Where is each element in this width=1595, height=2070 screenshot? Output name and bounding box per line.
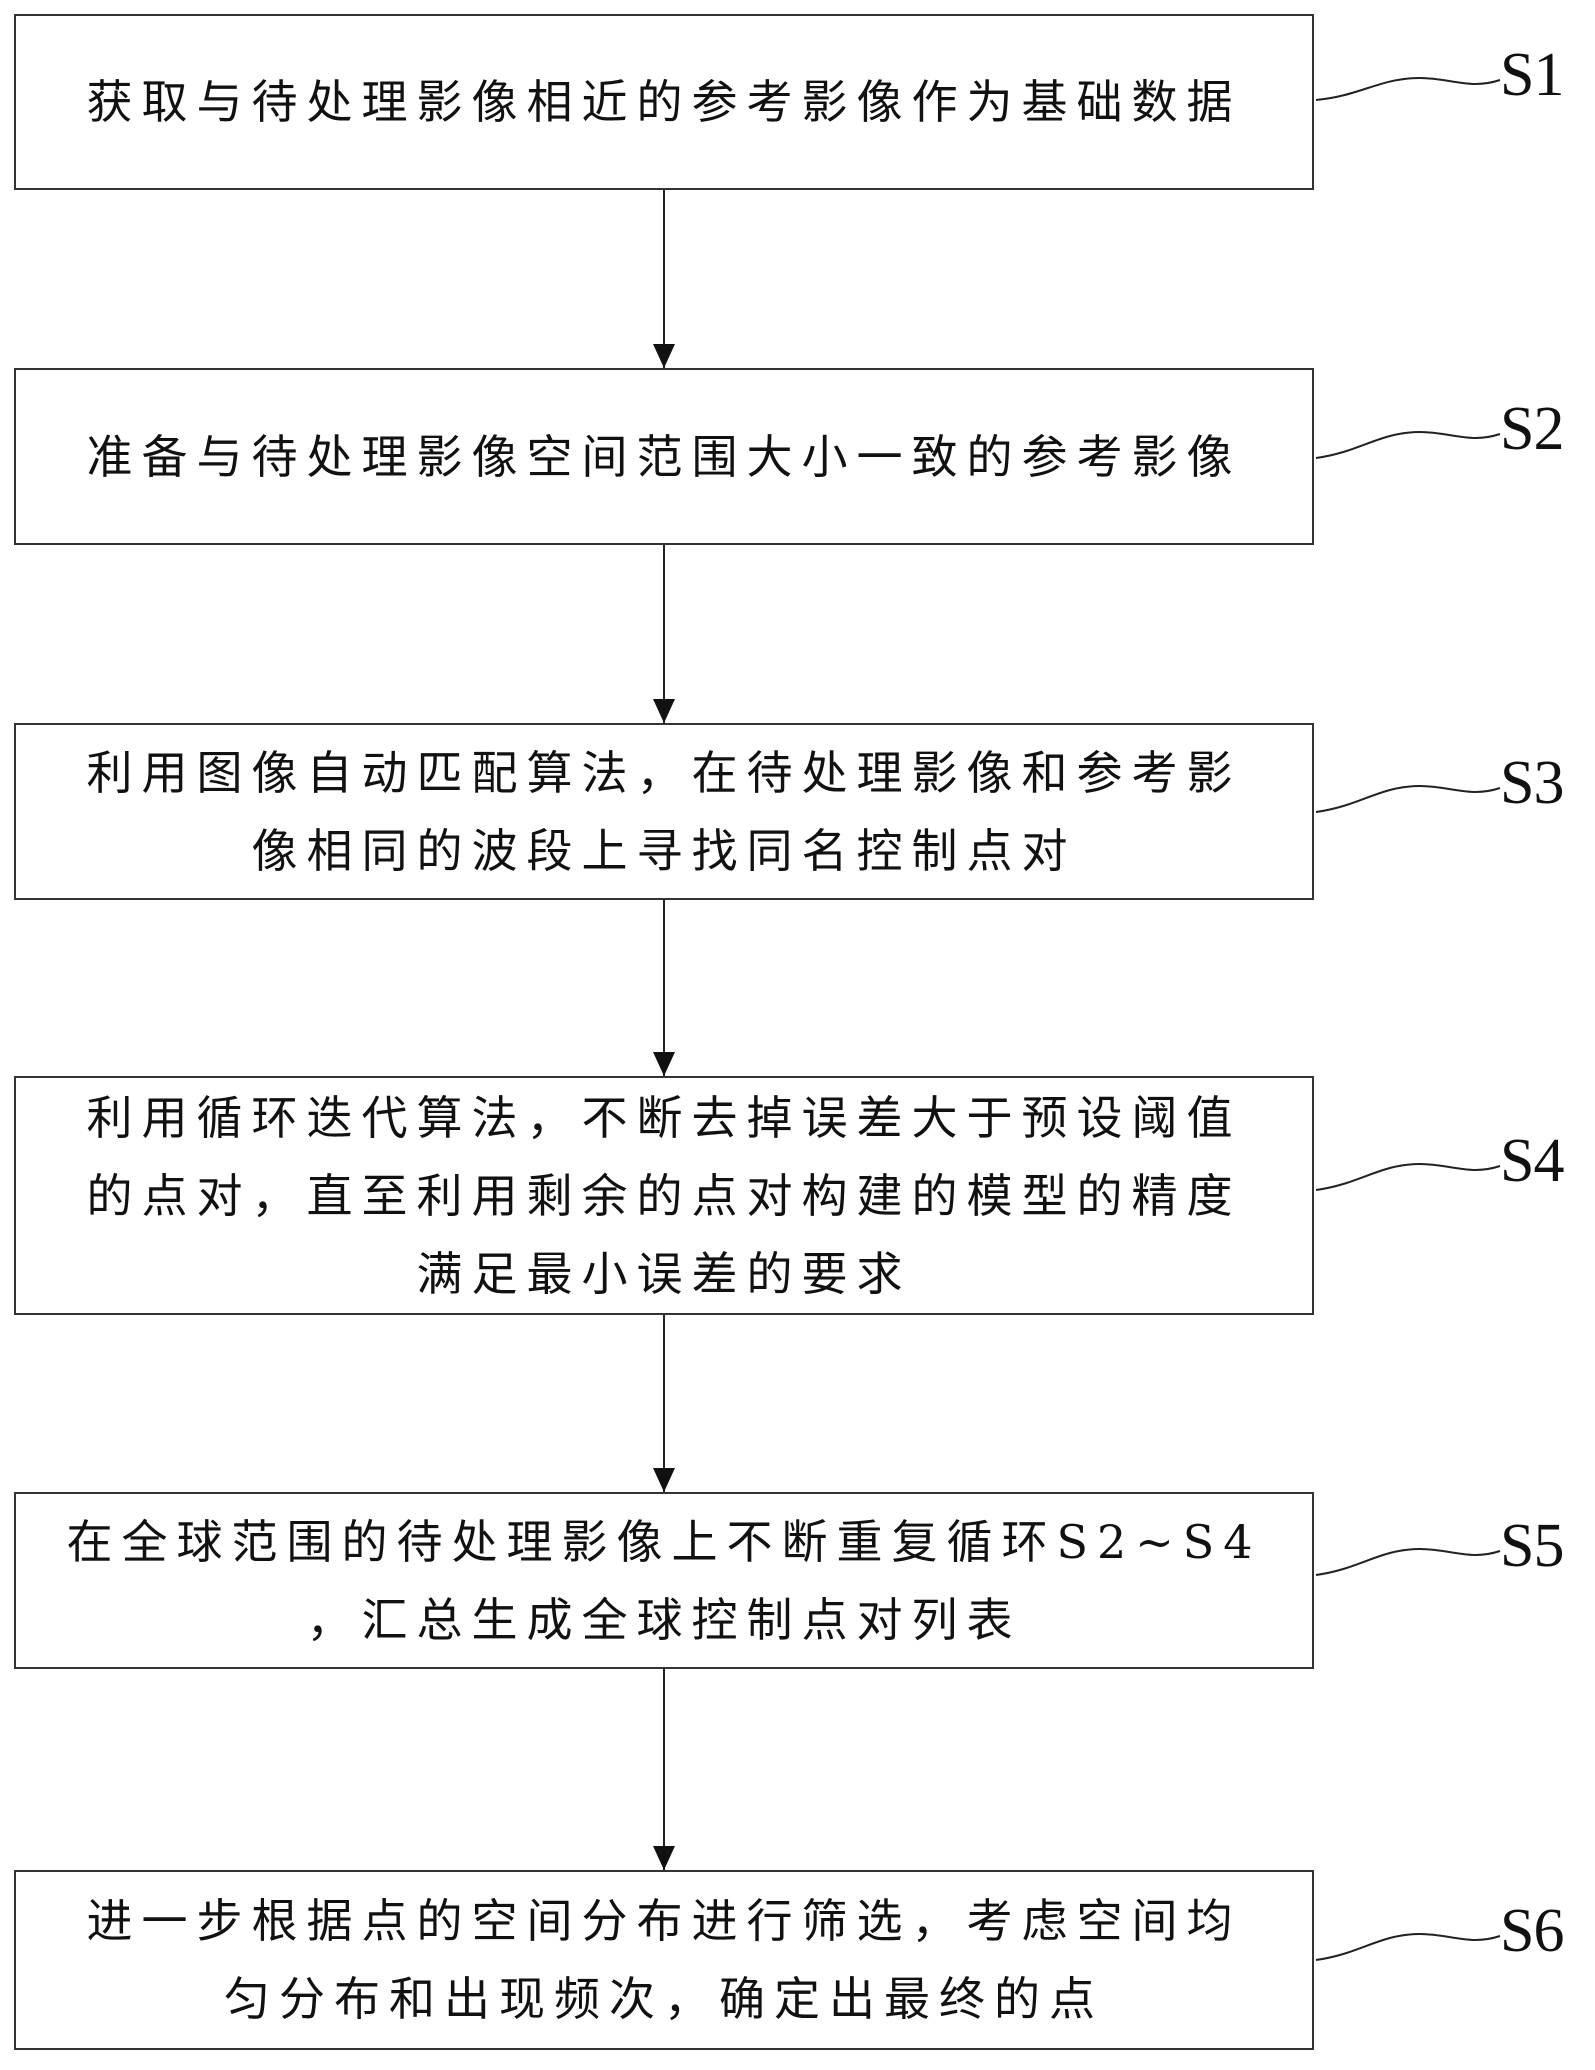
leader-s2 [1315, 430, 1501, 459]
step-box-s3: 利用图像自动匹配算法，在待处理影像和参考影 像相同的波段上寻找同名控制点对 [14, 723, 1314, 900]
step-text-s6: 进一步根据点的空间分布进行筛选，考虑空间均 匀分布和出现频次，确定出最终的点 [86, 1894, 1242, 2026]
leader-s4 [1315, 1162, 1501, 1191]
flow-arrows [653, 190, 675, 1870]
step-label-s1: S1 [1500, 41, 1564, 109]
leader-s6 [1315, 1932, 1501, 1961]
step-text-s4: 利用循环迭代算法，不断去掉误差大于预设阈值 的点对，直至利用剩余的点对构建的模型… [86, 1090, 1242, 1301]
step-box-s1: 获取与待处理影像相近的参考影像作为基础数据 [14, 14, 1314, 190]
step-label-s2: S2 [1500, 395, 1564, 463]
step-box-s6: 进一步根据点的空间分布进行筛选，考虑空间均 匀分布和出现频次，确定出最终的点 [14, 1870, 1314, 2050]
step-label-s3: S3 [1500, 749, 1564, 817]
step-box-s2: 准备与待处理影像空间范围大小一致的参考影像 [14, 368, 1314, 545]
step-box-s5: 在全球范围的待处理影像上不断重复循环S2~S4 ，汇总生成全球控制点对列表 [14, 1492, 1314, 1669]
leader-s3 [1315, 784, 1501, 813]
label-leaders [1315, 76, 1501, 1961]
arrowhead-s5-s6 [653, 1846, 675, 1870]
step-label-s6: S6 [1500, 1897, 1564, 1965]
arrowhead-s2-s3 [653, 699, 675, 723]
leader-s5 [1315, 1547, 1501, 1576]
arrowhead-s4-s5 [653, 1468, 675, 1492]
arrowhead-s1-s2 [653, 344, 675, 368]
step-text-s5: 在全球范围的待处理影像上不断重复循环S2~S4 ，汇总生成全球控制点对列表 [66, 1514, 1262, 1647]
step-text-s1: 获取与待处理影像相近的参考影像作为基础数据 [86, 75, 1242, 129]
step-label-s5: S5 [1500, 1512, 1564, 1580]
step-label-s4: S4 [1500, 1127, 1564, 1195]
leader-s1 [1315, 76, 1501, 101]
step-text-s3: 利用图像自动匹配算法，在待处理影像和参考影 像相同的波段上寻找同名控制点对 [86, 745, 1242, 878]
arrowhead-s3-s4 [653, 1052, 675, 1076]
step-text-s2: 准备与待处理影像空间范围大小一致的参考影像 [86, 429, 1242, 484]
step-box-s4: 利用循环迭代算法，不断去掉误差大于预设阈值 的点对，直至利用剩余的点对构建的模型… [14, 1076, 1314, 1315]
